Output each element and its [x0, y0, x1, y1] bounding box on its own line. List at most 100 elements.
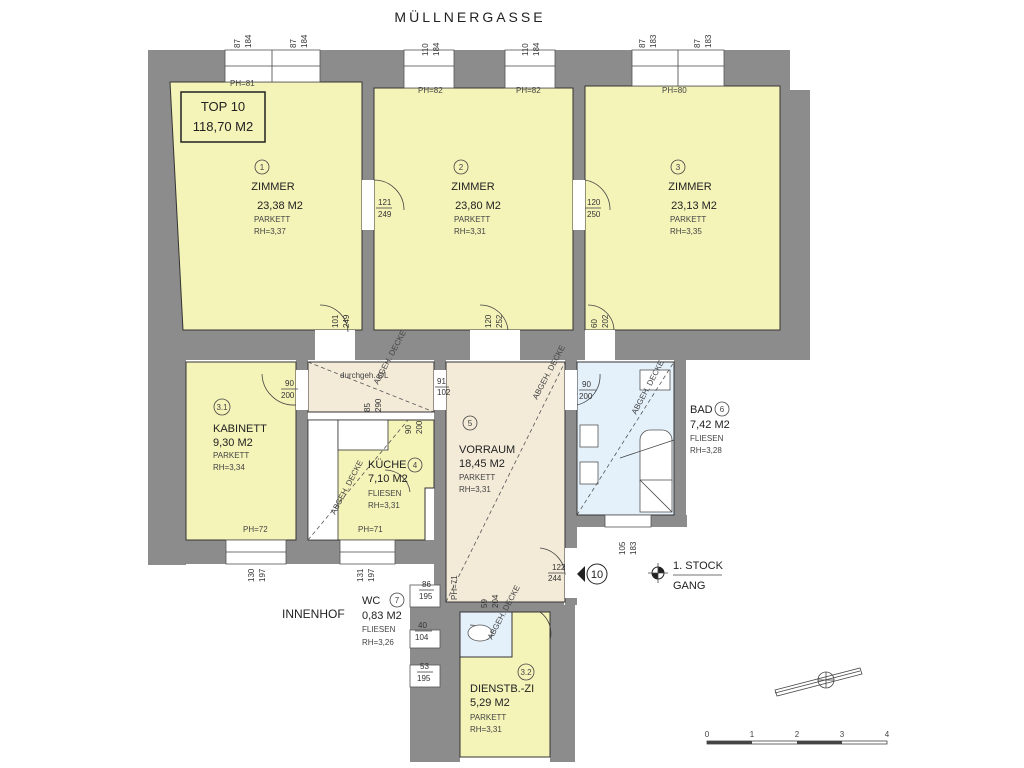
unit-label: TOP 10 — [201, 99, 245, 114]
room-3-label: 3 ZIMMER 23,13 M2 PARKETT RH=3,35 — [668, 159, 717, 236]
svg-text:PARKETT: PARKETT — [254, 215, 290, 224]
svg-text:23,38 M2: 23,38 M2 — [257, 200, 303, 212]
windows — [224, 49, 725, 688]
room-1-label: 1 ZIMMER 23,38 M2 PARKETT RH=3,37 — [251, 159, 303, 236]
svg-text:5: 5 — [468, 419, 473, 428]
svg-text:90: 90 — [285, 379, 294, 388]
svg-text:120: 120 — [587, 198, 601, 207]
room-vorraum-label: 5 VORRAUM 18,45 M2 PARKETT RH=3,31 — [459, 415, 515, 494]
svg-text:23,13 M2: 23,13 M2 — [671, 200, 717, 212]
svg-text:VORRAUM: VORRAUM — [459, 444, 515, 456]
svg-text:2: 2 — [459, 163, 464, 172]
svg-text:4: 4 — [413, 461, 418, 470]
svg-text:40: 40 — [418, 621, 427, 630]
svg-text:0: 0 — [705, 730, 710, 739]
room-dienstb-label: 3.2 DIENSTB.-ZI 5,29 M2 PARKETT RH=3,31 — [470, 663, 535, 734]
svg-text:183: 183 — [704, 34, 713, 48]
svg-text:59: 59 — [480, 599, 489, 608]
svg-text:121: 121 — [378, 198, 392, 207]
entrance-marker: 10 — [577, 563, 608, 585]
svg-text:KÜCHE: KÜCHE — [368, 459, 407, 471]
svg-text:105: 105 — [618, 541, 627, 555]
svg-text:RH=3,35: RH=3,35 — [670, 227, 702, 236]
svg-text:6: 6 — [720, 405, 725, 414]
ceiling-lines — [307, 361, 675, 603]
svg-text:90: 90 — [582, 380, 591, 389]
svg-text:184: 184 — [300, 34, 309, 48]
svg-text:RH=3,34: RH=3,34 — [213, 463, 245, 472]
svg-text:PH=82: PH=82 — [516, 86, 541, 95]
svg-text:3.2: 3.2 — [520, 668, 532, 677]
svg-text:200: 200 — [579, 392, 593, 401]
svg-text:110: 110 — [421, 43, 430, 56]
svg-text:2: 2 — [795, 730, 800, 739]
durchgeh-label: durchgeh. OL — [340, 371, 389, 380]
svg-text:120: 120 — [484, 314, 493, 328]
svg-text:202: 202 — [601, 314, 610, 328]
svg-text:DIENSTB.-ZI: DIENSTB.-ZI — [470, 683, 534, 695]
north-arrow-icon — [774, 667, 863, 697]
svg-text:204: 204 — [491, 594, 500, 608]
svg-text:PARKETT: PARKETT — [670, 215, 706, 224]
svg-text:87: 87 — [233, 39, 242, 48]
window-dimensions: 87 184 87 184 110 184 110 184 87 183 87 … — [233, 34, 713, 582]
svg-text:23,80 M2: 23,80 M2 — [455, 200, 501, 212]
svg-text:PARKETT: PARKETT — [470, 713, 506, 722]
svg-text:RH=3,31: RH=3,31 — [470, 725, 502, 734]
room-bad-label: BAD 6 7,42 M2 FLIESEN RH=3,28 — [690, 401, 730, 455]
svg-text:87: 87 — [289, 39, 298, 48]
svg-text:86: 86 — [422, 580, 431, 589]
svg-text:244: 244 — [548, 574, 562, 583]
svg-text:249: 249 — [378, 210, 392, 219]
svg-text:WC: WC — [362, 595, 380, 607]
svg-text:RH=3,31: RH=3,31 — [454, 227, 486, 236]
svg-text:ZIMMER: ZIMMER — [451, 181, 494, 193]
svg-text:7,10 M2: 7,10 M2 — [368, 473, 408, 485]
svg-text:101: 101 — [331, 314, 340, 328]
svg-text:3.1: 3.1 — [216, 403, 228, 412]
svg-text:102: 102 — [437, 388, 451, 397]
svg-text:290: 290 — [374, 398, 383, 412]
floor-indicator: 1. STOCK GANG — [648, 560, 724, 592]
room-kabinett — [185, 361, 297, 541]
svg-text:122: 122 — [552, 563, 566, 572]
gang-label: GANG — [673, 580, 705, 592]
svg-text:130: 130 — [247, 568, 256, 582]
svg-text:250: 250 — [587, 210, 601, 219]
svg-text:131: 131 — [356, 568, 365, 582]
svg-text:RH=3,31: RH=3,31 — [459, 485, 491, 494]
svg-text:53: 53 — [420, 662, 429, 671]
svg-text:PH=82: PH=82 — [418, 86, 443, 95]
svg-text:FLIESEN: FLIESEN — [368, 489, 402, 498]
svg-text:RH=3,37: RH=3,37 — [254, 227, 286, 236]
svg-text:PARKETT: PARKETT — [213, 451, 249, 460]
stock-label: 1. STOCK — [673, 560, 724, 572]
innenhof-label: INNENHOF — [282, 607, 345, 621]
unit-area: 118,70 M2 — [193, 119, 253, 134]
svg-text:PH=71: PH=71 — [450, 575, 459, 600]
room-kabinett-label: 3.1 KABINETT 9,30 M2 PARKETT RH=3,34 — [213, 398, 267, 472]
svg-text:110: 110 — [521, 43, 530, 56]
svg-text:PH=71: PH=71 — [358, 525, 383, 534]
svg-text:85: 85 — [363, 403, 372, 412]
svg-text:0,83 M2: 0,83 M2 — [362, 610, 402, 622]
svg-text:PARKETT: PARKETT — [459, 473, 495, 482]
svg-text:184: 184 — [432, 42, 441, 56]
svg-text:RH=3,26: RH=3,26 — [362, 638, 394, 647]
room-kueche-label: KÜCHE 4 7,10 M2 FLIESEN RH=3,31 — [368, 457, 423, 510]
svg-text:7: 7 — [395, 596, 400, 605]
svg-text:1: 1 — [260, 163, 265, 172]
svg-text:197: 197 — [367, 568, 376, 582]
svg-text:ZIMMER: ZIMMER — [668, 181, 711, 193]
svg-text:3: 3 — [676, 163, 681, 172]
street-name: MÜLLNERGASSE — [394, 8, 545, 25]
svg-text:KABINETT: KABINETT — [213, 423, 267, 435]
svg-text:60: 60 — [590, 319, 599, 328]
unit-badge: TOP 10 118,70 M2 — [180, 91, 266, 143]
svg-text:195: 195 — [417, 674, 431, 683]
svg-text:104: 104 — [415, 633, 429, 642]
svg-text:3: 3 — [840, 730, 845, 739]
svg-text:ZIMMER: ZIMMER — [251, 181, 294, 193]
svg-text:9,30 M2: 9,30 M2 — [213, 437, 253, 449]
